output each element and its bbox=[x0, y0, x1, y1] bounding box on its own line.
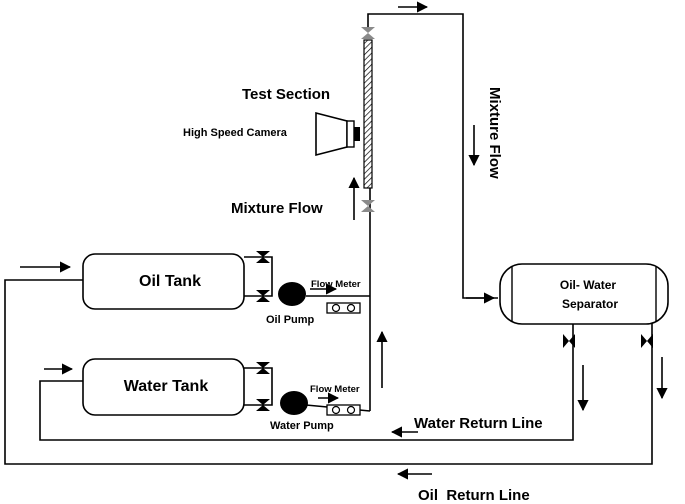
oil-flow-meter bbox=[326, 302, 361, 314]
flow-meter-top-label: Flow Meter bbox=[311, 279, 361, 290]
flow-meter-bottom-label: Flow Meter bbox=[310, 384, 360, 395]
test-section-top-valve bbox=[361, 27, 375, 39]
oil-tank-upper-valve bbox=[256, 251, 270, 263]
water-flow-meter bbox=[326, 404, 361, 416]
separator-label-line1: Oil- Water bbox=[560, 278, 617, 292]
oil-tank bbox=[82, 253, 245, 310]
oil-feed-pipe bbox=[244, 256, 273, 297]
water-return-pipe bbox=[39, 322, 574, 441]
oil-water-separator bbox=[499, 263, 669, 325]
test-section-bottom-valve bbox=[361, 200, 375, 212]
oil-tank-label: Oil Tank bbox=[139, 273, 201, 290]
oil-pump-label: Oil Pump bbox=[266, 314, 315, 326]
camera-icon bbox=[315, 111, 360, 157]
water-tank-label: Water Tank bbox=[124, 378, 209, 395]
top-pipe bbox=[367, 13, 498, 299]
water-outlet-valve bbox=[563, 334, 575, 348]
oil-tank-lower-valve bbox=[256, 290, 270, 302]
water-feed-pipe bbox=[244, 367, 273, 406]
oil-outlet-valve bbox=[641, 334, 653, 348]
water-return-label: Water Return Line bbox=[414, 415, 543, 432]
oil-return-pipe bbox=[4, 279, 653, 465]
oil-pump bbox=[278, 282, 306, 306]
test-section-tube bbox=[363, 39, 373, 189]
oil-return-label: Oil Return Line bbox=[418, 487, 530, 504]
water-pump bbox=[280, 391, 308, 415]
test-section-label: Test Section bbox=[242, 86, 330, 103]
mixture-flow-right-label: Mixture Flow bbox=[486, 87, 503, 179]
separator-label-line2: Separator bbox=[562, 297, 618, 311]
water-tank bbox=[82, 358, 245, 416]
mixture-flow-left-label: Mixture Flow bbox=[231, 200, 323, 217]
water-tank-upper-valve bbox=[256, 362, 270, 374]
water-pump-label: Water Pump bbox=[270, 420, 334, 432]
water-tank-lower-valve bbox=[256, 399, 270, 411]
camera-label: High Speed Camera bbox=[183, 127, 288, 139]
